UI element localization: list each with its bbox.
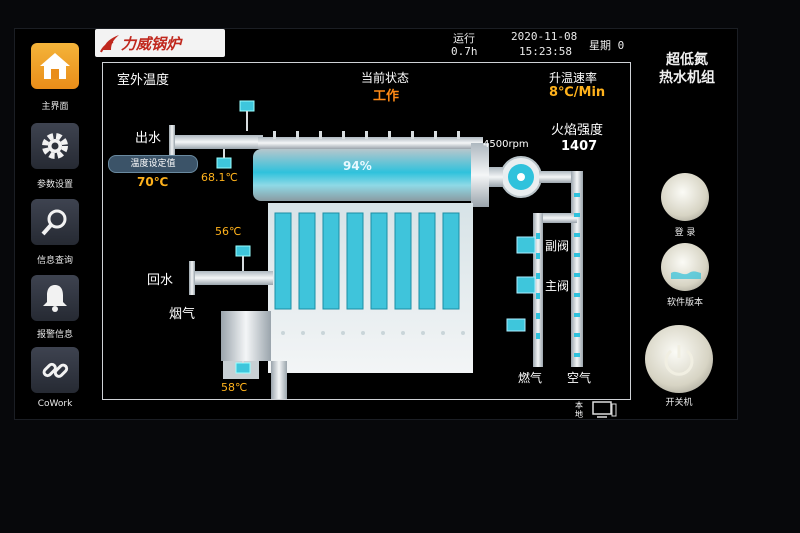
outlet-label: 出水 (135, 131, 162, 146)
brand-logo: 力威锅炉 (95, 29, 225, 57)
flame-value: 1407 (561, 139, 598, 154)
state-value: 工作 (373, 89, 400, 104)
temp-setpoint-value: 70℃ (137, 175, 169, 189)
nav-alarm-button[interactable] (31, 275, 79, 321)
date-text: 2020-11-08 (511, 30, 578, 43)
nav-alarm-label: 报警信息 (36, 330, 73, 340)
login-label: 登 录 (674, 228, 696, 238)
state-label: 当前状态 (361, 71, 410, 85)
link-icon (42, 362, 69, 378)
heat-rate-value: 8℃/Min (549, 85, 606, 100)
flame-label: 火焰强度 (551, 123, 604, 138)
main-valve-label: 主阀 (545, 279, 570, 293)
aux-valve-label: 副阀 (545, 239, 570, 253)
power-button[interactable] (645, 325, 713, 393)
bell-icon (43, 285, 67, 312)
nav-settings-button[interactable] (31, 123, 79, 169)
nav-info-button[interactable] (31, 199, 79, 245)
nav-cowork-button[interactable] (31, 347, 79, 393)
boiler-schematic-panel: 室外温度 当前状态 工作 升温速率 8℃/Min 出水 温度设定值 70℃ 68… (102, 62, 631, 400)
login-button[interactable] (661, 173, 709, 221)
computer-icon (592, 401, 617, 418)
flame-logo-icon (100, 35, 119, 53)
nav-home-label: 主界面 (41, 102, 69, 112)
local-label: 本地 (575, 401, 583, 419)
nav-cowork-label: CoWork (37, 399, 73, 409)
return-temp-value: 56℃ (215, 225, 242, 238)
time-text: 15:23:58 (519, 45, 572, 58)
outdoor-temp-label: 室外温度 (117, 73, 170, 88)
hmi-screen: 主界面 参数设置 信息查询 报警信息 CoWork (14, 28, 738, 420)
home-icon (40, 53, 70, 79)
air-label: 空气 (567, 371, 592, 385)
software-version-label: 软件版本 (666, 298, 703, 308)
outlet-temp-value: 68.1℃ (201, 171, 238, 184)
heat-rate-label: 升温速率 (549, 71, 598, 85)
gear-icon (42, 133, 68, 159)
nav-info-label: 信息查询 (36, 256, 73, 266)
gas-label: 燃气 (518, 371, 543, 385)
weekday-text: 星期 0 (589, 39, 625, 52)
flue-label: 烟气 (169, 307, 196, 322)
temp-setpoint-button[interactable]: 温度设定值 (108, 155, 198, 173)
run-label: 运行 (453, 32, 475, 45)
power-label: 开关机 (665, 398, 693, 408)
return-label: 回水 (147, 273, 174, 288)
water-icon (671, 271, 701, 279)
load-percent: 94% (343, 159, 372, 173)
product-title-line-1: 超低氮 (666, 52, 708, 68)
search-icon (41, 209, 67, 236)
run-value: 0.7h (451, 45, 478, 58)
fan-speed-value: 4500rpm (483, 139, 529, 150)
product-title-line-2: 热水机组 (659, 70, 715, 86)
software-version-button[interactable] (661, 243, 709, 291)
power-icon (664, 345, 694, 376)
boiler-diagram (169, 100, 583, 399)
nav-settings-label: 参数设置 (36, 180, 73, 190)
logo-text: 力威锅炉 (121, 34, 182, 53)
nav-home-button[interactable] (31, 43, 79, 89)
flue-temp-value: 58℃ (221, 381, 248, 394)
